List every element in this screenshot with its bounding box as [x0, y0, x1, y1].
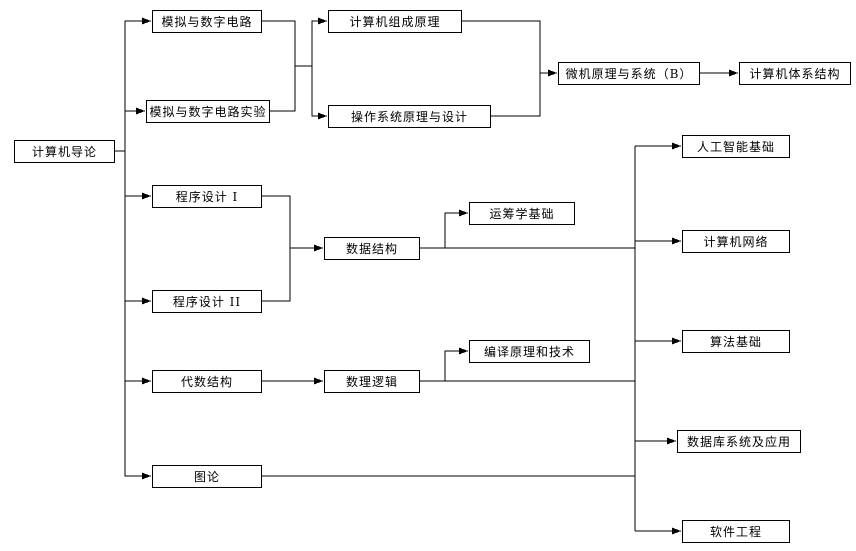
edge-analog-to-junction1 — [262, 20, 296, 66]
node-micro: 微机原理与系统（B） — [558, 62, 700, 85]
edge-junction1-to-os — [295, 65, 327, 120]
node-os: 操作系统原理与设计 — [328, 105, 491, 128]
edge-os-to-junction2 — [491, 73, 541, 117]
node-se: 软件工程 — [682, 520, 790, 543]
edge-group — [115, 17, 738, 535]
node-db: 数据库系统及应用 — [677, 430, 801, 453]
node-ops-res: 运筹学基础 — [469, 202, 575, 225]
node-logic: 数理逻辑 — [324, 370, 420, 393]
node-analog: 模拟与数字电路 — [152, 10, 262, 33]
node-algebra: 代数结构 — [152, 370, 262, 393]
node-ai: 人工智能基础 — [682, 135, 790, 158]
node-arch: 计算机体系结构 — [739, 62, 851, 85]
node-algo: 算法基础 — [682, 330, 790, 353]
node-prog1: 程序设计 I — [152, 185, 262, 208]
edge-comp-org-to-junction2 — [462, 20, 541, 73]
node-data-struct: 数据结构 — [324, 237, 420, 260]
node-analog-lab: 模拟与数字电路实验 — [146, 100, 270, 123]
edge-intro-to-graph — [115, 150, 151, 480]
edge-prog1-to-junction3 — [262, 195, 291, 248]
edge-analog-lab-to-junction1 — [270, 66, 296, 112]
node-prog2: 程序设计 II — [152, 290, 262, 313]
edge-prog2-to-junction3 — [262, 248, 291, 302]
node-network: 计算机网络 — [682, 230, 790, 253]
node-comp-org: 计算机组成原理 — [328, 10, 462, 33]
node-graph: 图论 — [152, 465, 262, 488]
node-compiler: 编译原理和技术 — [469, 340, 590, 363]
node-intro: 计算机导论 — [14, 140, 115, 163]
